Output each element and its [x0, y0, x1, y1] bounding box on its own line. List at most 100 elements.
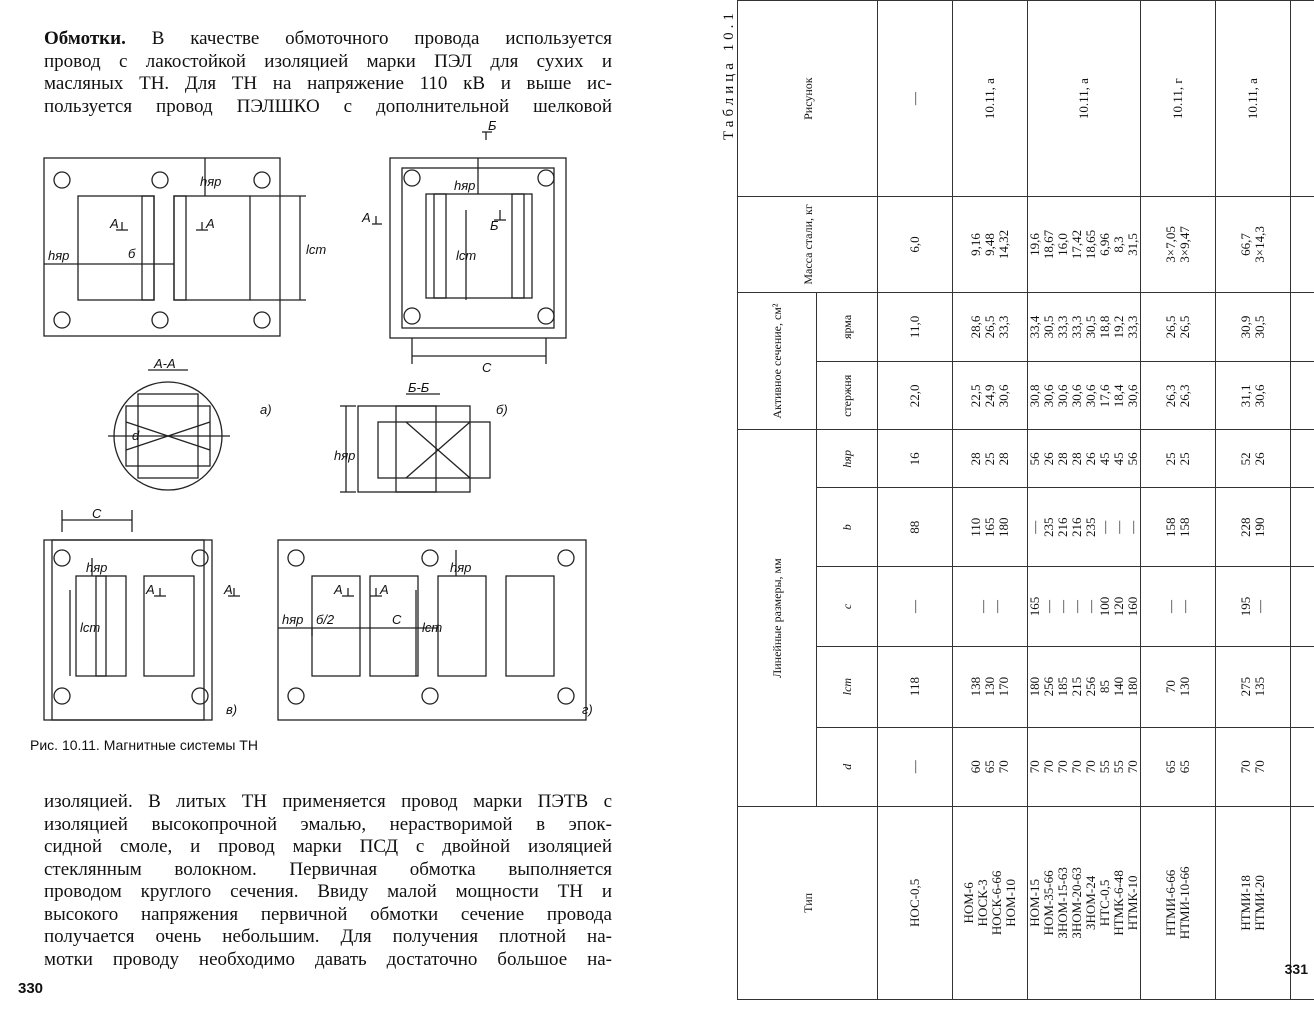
- cell-value: 135: [1252, 676, 1267, 697]
- cell-value: НОС-0,5: [907, 878, 922, 927]
- label-a: А: [109, 216, 119, 231]
- cell-value: 31,5: [1125, 233, 1140, 256]
- cell-value: —: [1027, 520, 1042, 534]
- cell-value: 10.11, а: [1245, 78, 1260, 120]
- cell-value: 70: [1163, 680, 1178, 694]
- table-cell-c: 380: [1290, 566, 1314, 647]
- cell-value: 256: [1083, 676, 1098, 697]
- cell-value: НТМИ-18: [1238, 875, 1253, 931]
- cell-value: 16,0: [1055, 233, 1070, 256]
- label-c-3: С: [392, 612, 402, 627]
- cell-value: 30,6: [1083, 384, 1098, 408]
- cell-value: 165: [982, 517, 997, 538]
- cell-value: 70: [1238, 760, 1253, 774]
- right-page: Таблица 10.1 Тип Линейные размеры, мм Ак…: [655, 0, 1314, 1014]
- table-row: НКФ-110-57НКФ-220-58120210380—9191,893,3…: [1290, 0, 1314, 1000]
- cell-value: 26: [1252, 452, 1267, 466]
- cell-value: 60: [968, 760, 983, 774]
- label-a-5: А: [223, 582, 233, 597]
- cell-value: НТС-0,5: [1097, 879, 1112, 927]
- text-line: проводом круглого сечения. Ввиду малой м…: [44, 881, 612, 902]
- label-hyar: hяр: [200, 174, 221, 189]
- header-yoke: ярма: [816, 292, 878, 362]
- cell-value: ЗНОМ-24: [1083, 875, 1098, 930]
- cell-value: 185: [1055, 676, 1070, 697]
- header-rod: стержня: [816, 361, 878, 430]
- cell-value: 6,0: [907, 236, 922, 253]
- header-d: d: [816, 727, 878, 807]
- label-b: б: [128, 246, 136, 261]
- cell-value: 8,3: [1111, 236, 1126, 253]
- label-lst-4: lст: [422, 620, 442, 635]
- table-title: Таблица 10.1: [721, 9, 737, 140]
- cell-value: 215: [1069, 676, 1084, 697]
- text-line: изоляцией высокопрочной эмалью, нераство…: [44, 813, 612, 835]
- cell-value: 216: [1055, 517, 1070, 538]
- cell-value: —: [1055, 599, 1070, 613]
- cell-value: —: [907, 760, 922, 774]
- cell-value: НТМИ-6-66: [1163, 869, 1178, 937]
- cell-value: НТМИ-20: [1252, 875, 1267, 931]
- cell-value: 26,3: [1177, 384, 1192, 408]
- text-run: В качестве обмоточного провода используе…: [125, 28, 612, 49]
- cell-value: 100: [1097, 596, 1112, 617]
- table-cell-figure: 10.11, г: [1140, 0, 1216, 197]
- magnetic-systems-figure: hяр hяр б lст А А hяр lст С Б Б А А-А d …: [43, 120, 593, 721]
- cell-value: 85: [1097, 680, 1112, 694]
- label-hyar-7: hяр: [450, 560, 471, 575]
- cell-value: 180: [996, 517, 1011, 538]
- table-cell-types: НОС-0,5: [877, 806, 953, 1000]
- cell-value: 9,48: [982, 233, 997, 256]
- cell-value: 45: [1111, 452, 1126, 466]
- table-cell-rod: 91,8: [1290, 361, 1314, 430]
- cell-value: 180: [1027, 676, 1042, 697]
- header-hyar: hяр: [816, 429, 878, 488]
- cell-value: 256: [1041, 676, 1056, 697]
- header-figure: Рисунок: [737, 0, 878, 197]
- cell-value: 33,3: [1125, 315, 1140, 339]
- cell-value: 19,2: [1111, 315, 1126, 339]
- table-cell-rod: 22,0: [877, 361, 953, 430]
- cell-value: 195: [1238, 596, 1253, 617]
- cell-value: 17,42: [1069, 229, 1084, 260]
- cell-value: 17,6: [1097, 384, 1112, 408]
- cell-value: 24,9: [982, 384, 997, 408]
- paragraph-top: Обмотки. В качестве обмоточного провода …: [44, 28, 612, 118]
- cell-value: —: [1177, 599, 1192, 613]
- table-cell-figure: —: [877, 0, 953, 197]
- cell-value: НОМ-6: [961, 882, 976, 924]
- header-c: c: [816, 566, 878, 647]
- cell-value: —: [1252, 599, 1267, 613]
- cell-value: —: [989, 599, 1004, 613]
- cell-value: 65: [1163, 760, 1178, 774]
- cell-value: 10.11, г: [1170, 78, 1185, 119]
- text-line: масляных ТН. Для ТН на напряжение 110 кВ…: [44, 73, 612, 94]
- cell-value: —: [1097, 520, 1112, 534]
- table-cell-d: 120: [1290, 727, 1314, 807]
- cell-value: 216: [1069, 517, 1084, 538]
- transformer-core-table: Тип Линейные размеры, мм Активное сечени…: [737, 0, 1314, 1000]
- label-panel-a: а): [260, 402, 272, 417]
- cell-value: 25: [1177, 452, 1192, 466]
- label-hyar-4: hяр: [334, 448, 355, 463]
- cell-value: 28: [996, 452, 1011, 466]
- table-cell-c: 195—: [1215, 566, 1291, 647]
- page-number: 330: [18, 980, 44, 997]
- table-cell-figure: 10.11, б: [1290, 0, 1314, 197]
